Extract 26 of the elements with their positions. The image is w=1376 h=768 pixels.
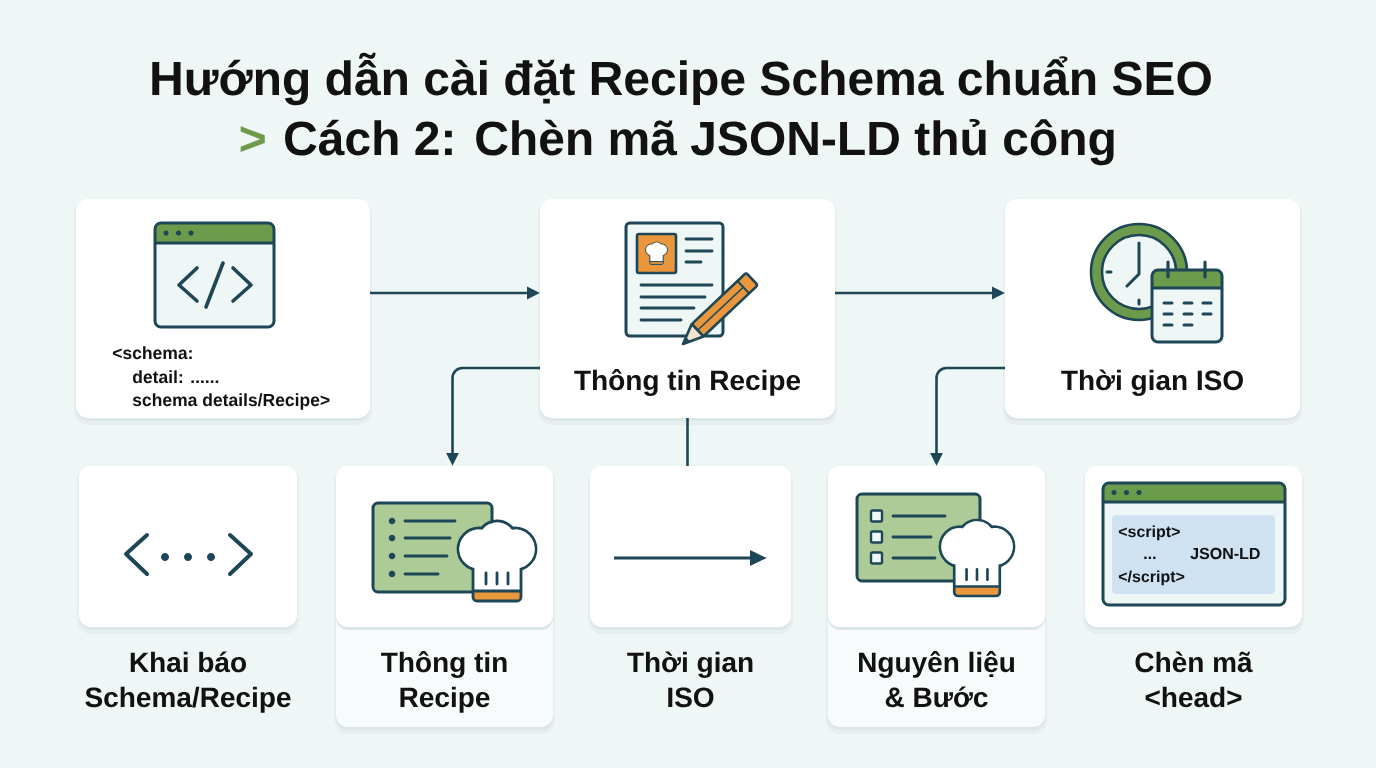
breadcrumb-separator: >: [240, 126, 265, 153]
code-text: JSON-LD: [1190, 547, 1260, 560]
code-text: </script>: [1118, 570, 1185, 586]
step-label: Thời gian ISO: [1061, 369, 1243, 396]
step-card: [588, 466, 793, 708]
title: Hướng dẫn cài đặt Recipe Schema chuẩn SEO: [152, 52, 1211, 106]
step-card: [77, 466, 299, 713]
code-text: <script>: [1118, 525, 1180, 541]
step-label: Thông tin Recipe: [574, 369, 801, 396]
step-label: Thời gian ISO: [627, 651, 753, 708]
code-text: detail: ......: [132, 370, 219, 384]
step-label: Nguyên liệu & Bước: [859, 651, 1014, 708]
step-label: Khai báo Schema/Recipe: [85, 651, 291, 713]
code-text: ...: [1144, 556, 1156, 559]
connector-line: [686, 418, 689, 466]
step-label: Thông tin Recipe: [381, 651, 507, 713]
subtitle: Cách 2: Chèn mã JSON-LD thủ công: [285, 119, 1114, 166]
code-text: <schema:: [112, 346, 192, 360]
step-card: [1083, 466, 1304, 708]
step-card: [826, 466, 1047, 734]
code-text: schema details/Recipe>: [132, 393, 330, 410]
step-card: [74, 199, 372, 425]
step-card: [334, 466, 555, 734]
step-card: [538, 199, 837, 425]
step-card: [1003, 199, 1302, 425]
step-label: Chèn mã <head>: [1135, 651, 1253, 708]
